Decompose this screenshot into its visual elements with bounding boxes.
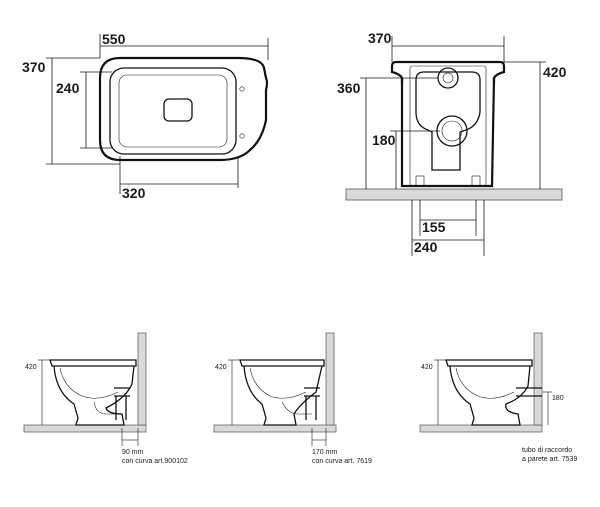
top-view: 550 370 240 320 (22, 31, 269, 201)
dim-240: 240 (56, 80, 80, 96)
dim-180: 180 (372, 132, 396, 148)
dim-155: 155 (422, 219, 446, 235)
installation-2: 420 170 mm con curva art. 7619 (213, 332, 372, 465)
caption-3-line-1: tubo di raccordo (522, 447, 572, 454)
dim-420-rear: 420 (543, 64, 567, 80)
installation-1: 420 90 mm con curva art.900102 (23, 332, 188, 465)
wall (137, 332, 147, 426)
dim-370-rear: 370 (368, 30, 392, 46)
rear-view-flange (396, 60, 506, 84)
dim-420-c: 420 (421, 364, 433, 371)
caption-1-line-2: con curva art.900102 (122, 458, 188, 465)
dim-180-c: 180 (552, 395, 564, 402)
dim-240-rear: 240 (414, 239, 438, 255)
wall (325, 332, 335, 426)
fixing-hole (239, 86, 245, 92)
dim-320: 320 (122, 185, 146, 201)
floor-slab (345, 188, 563, 201)
fixing-hole (239, 133, 245, 139)
wall (533, 332, 543, 426)
caption-3-line-2: a parete art. 7539 (522, 456, 577, 463)
installation-3: 420 180 tubo di raccordo a parete art. 7… (419, 332, 577, 463)
rear-view-trap (415, 71, 481, 171)
dim-550: 550 (102, 31, 126, 47)
caption-2-line-1: 170 mm (312, 449, 337, 456)
water-inlet (437, 67, 459, 89)
top-view-bowl (109, 67, 237, 155)
rear-view: 370 420 360 180 155 240 (337, 30, 567, 256)
top-view-drain (163, 98, 193, 122)
dim-420-b: 420 (215, 364, 227, 371)
caption-2-line-2: con curva art. 7619 (312, 458, 372, 465)
top-view-outline (98, 56, 269, 162)
top-view-inner-rim (118, 74, 228, 148)
dim-420-a: 420 (25, 364, 37, 371)
caption-1-line-1: 90 mm (122, 449, 144, 456)
dim-360: 360 (337, 80, 361, 96)
dim-370: 370 (22, 59, 46, 75)
